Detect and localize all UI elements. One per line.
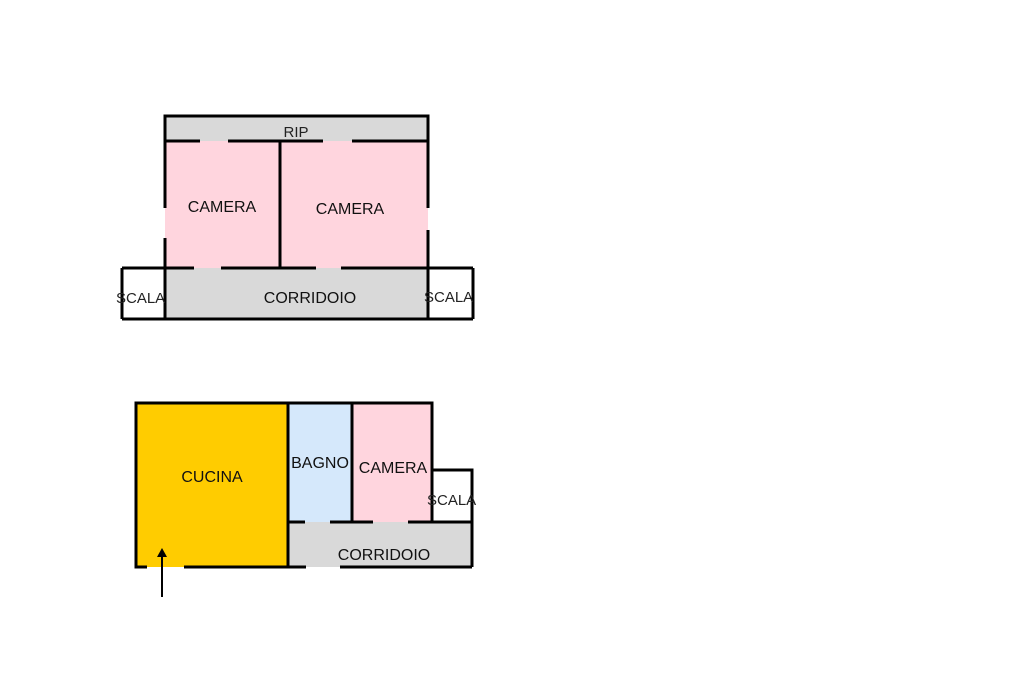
room-kitchen [136, 403, 288, 567]
entrance-arrow-icon [157, 548, 167, 597]
label-scala-right: SCALA [424, 289, 473, 306]
label-corridor: CORRIDOIO [338, 547, 430, 564]
label-camera: CAMERA [359, 460, 428, 477]
label-corridor: CORRIDOIO [264, 290, 356, 307]
room-rip [165, 116, 428, 141]
label-rip: RIP [283, 124, 308, 141]
walls [134, 401, 474, 569]
room-corridor [288, 522, 472, 567]
label-camera-right: CAMERA [316, 201, 385, 218]
room-scala-right [428, 268, 473, 319]
upper-floor-plan: RIP CAMERA CAMERA CORRIDOIO SCALA SCALA [116, 114, 475, 321]
room-camera-right [280, 141, 428, 268]
label-camera-left: CAMERA [188, 199, 257, 216]
label-scala-left: SCALA [116, 290, 165, 307]
walls [120, 114, 475, 321]
label-scala: SCALA [427, 492, 476, 509]
label-bathroom: BAGNO [291, 455, 349, 472]
room-camera [352, 403, 432, 522]
lower-floor-plan: CUCINA BAGNO CAMERA SCALA CORRIDOIO [134, 401, 476, 597]
room-scala-left [122, 268, 165, 319]
room-camera-left [165, 141, 280, 268]
room-scala [432, 470, 472, 522]
label-kitchen: CUCINA [181, 469, 243, 486]
room-bathroom [288, 403, 352, 522]
room-corridor [165, 268, 428, 319]
